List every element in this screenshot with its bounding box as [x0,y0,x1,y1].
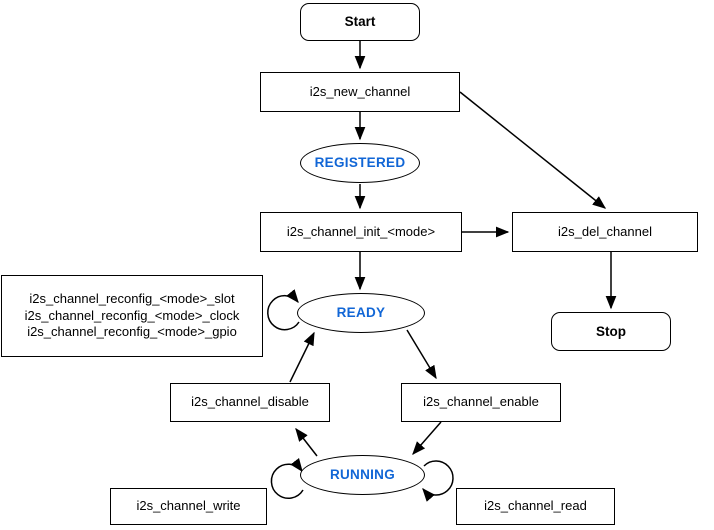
edge-running-to-disable [295,427,318,457]
node-i2s-channel-disable: i2s_channel_disable [170,383,330,422]
node-i2s-channel-enable: i2s_channel_enable [401,383,561,422]
reconfig-line-slot: i2s_channel_reconfig_<mode>_slot [29,290,235,306]
loop-running-read [422,460,454,502]
reconfig-line-gpio: i2s_channel_reconfig_<mode>_gpio [27,324,237,340]
edge-new-channel-to-del-channel [459,91,607,209]
node-i2s-del-channel: i2s_del_channel [512,212,698,252]
node-i2s-channel-init-mode: i2s_channel_init_<mode> [260,212,462,252]
loop-running-write [270,458,304,499]
edge-ready-to-enable [406,329,437,380]
loop-ready-reconfig [267,289,300,331]
node-state-running: RUNNING [300,455,425,495]
node-start: Start [300,3,420,41]
edge-disable-to-ready [289,331,315,383]
node-i2s-channel-read: i2s_channel_read [456,488,615,525]
node-i2s-channel-write: i2s_channel_write [110,488,267,525]
node-state-registered: REGISTERED [300,143,420,183]
node-state-ready: READY [297,293,425,333]
reconfig-line-clock: i2s_channel_reconfig_<mode>_clock [24,307,240,323]
node-stop: Stop [551,312,671,351]
edge-enable-to-running [412,421,442,456]
node-i2s-new-channel: i2s_new_channel [260,72,460,112]
node-i2s-channel-reconfig-group: i2s_channel_reconfig_<mode>_slot i2s_cha… [1,275,263,357]
